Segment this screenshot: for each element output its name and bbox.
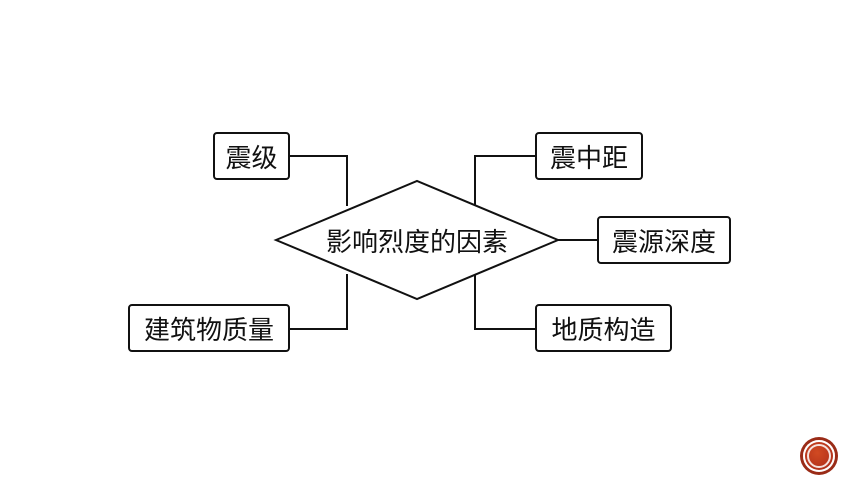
factor-focal-depth: 震源深度 <box>597 216 731 264</box>
nav-button-ring <box>807 444 831 468</box>
connector-building-quality <box>289 274 348 330</box>
circle-icon[interactable] <box>803 440 835 472</box>
factor-epicentral-distance: 震中距 <box>535 132 643 180</box>
connector-magnitude <box>289 155 348 206</box>
center-label: 影响烈度的因素 <box>325 227 508 258</box>
factor-magnitude: 震级 <box>213 132 290 180</box>
connector-epicentral-distance <box>474 155 536 206</box>
factor-geologic-structure: 地质构造 <box>535 304 672 352</box>
factor-building-quality: 建筑物质量 <box>128 304 290 352</box>
connector-geologic-structure <box>474 274 536 330</box>
